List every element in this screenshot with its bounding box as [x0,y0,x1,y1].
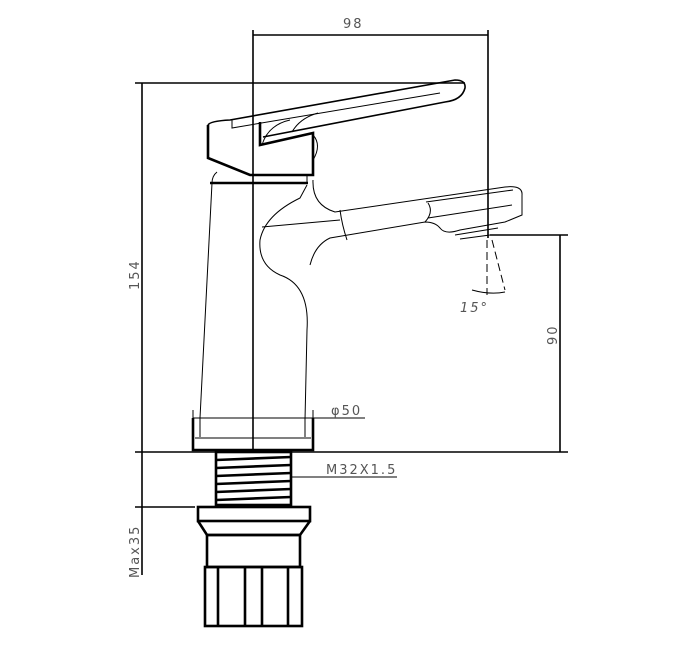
spout-height-label: 90 [546,324,561,345]
lever-handle [206,79,466,177]
max-thickness-label: Max35 [128,525,143,578]
washer [196,505,312,523]
faucet-body [199,171,523,421]
thread [214,450,293,507]
thread-label: M32X1.5 [326,463,397,478]
angle-label: 15° [460,301,489,316]
thread-lines [215,455,292,502]
width-label: 98 [343,17,364,32]
dimension-lines [135,30,568,575]
diameter-label: φ50 [331,404,362,419]
nut-grip [203,565,304,628]
nut-body [205,533,302,569]
mounting-assembly [191,418,315,628]
height-label: 154 [128,259,143,290]
